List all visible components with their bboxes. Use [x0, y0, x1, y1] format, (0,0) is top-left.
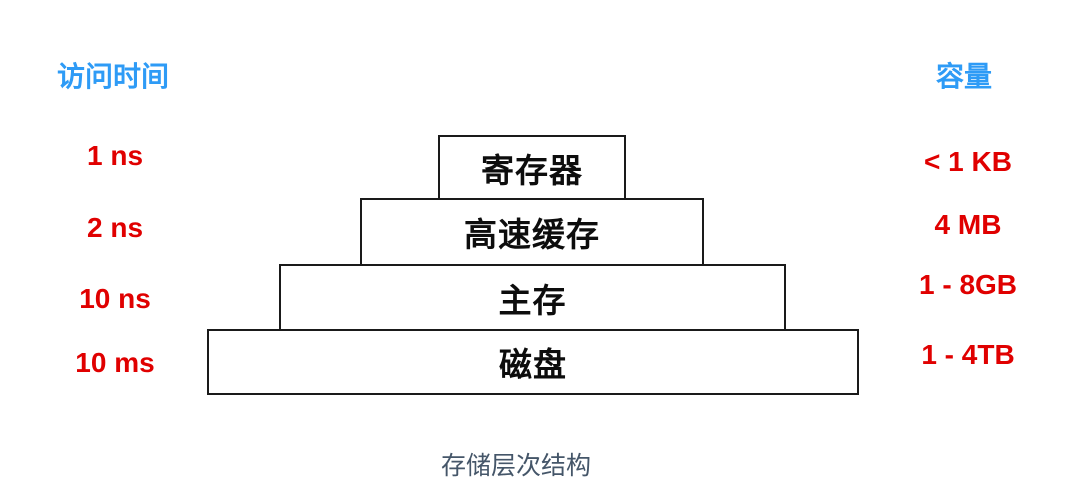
- pyramid-level-disk: 磁盘: [207, 329, 859, 395]
- capacity-value-registers: < 1 KB: [924, 146, 1012, 177]
- pyramid-level-registers: 寄存器: [438, 135, 626, 200]
- pyramid-level-cache: 高速缓存: [360, 198, 704, 266]
- capacity-value-disk: 1 - 4TB: [921, 339, 1015, 370]
- pyramid-level-main-memory: 主存: [279, 264, 786, 331]
- pyramid-level-label: 磁盘: [499, 346, 567, 383]
- pyramid-level-label: 高速缓存: [464, 216, 600, 253]
- access-time-value-cache: 2 ns: [86, 212, 144, 243]
- diagram-caption: 存储层次结构: [440, 452, 591, 480]
- capacity-header: 容量: [936, 61, 993, 92]
- access-time-value-main-memory: 10 ns: [79, 283, 151, 314]
- pyramid-level-label: 寄存器: [481, 151, 583, 189]
- capacity-value-cache: 4 MB: [934, 209, 1002, 240]
- access-time-header: 访问时间: [57, 61, 170, 92]
- access-time-value-registers: 1 ns: [86, 140, 144, 171]
- capacity-value-main-memory: 1 - 8GB: [918, 269, 1018, 300]
- pyramid-level-label: 主存: [498, 281, 567, 319]
- access-time-value-disk: 10 ms: [75, 347, 155, 378]
